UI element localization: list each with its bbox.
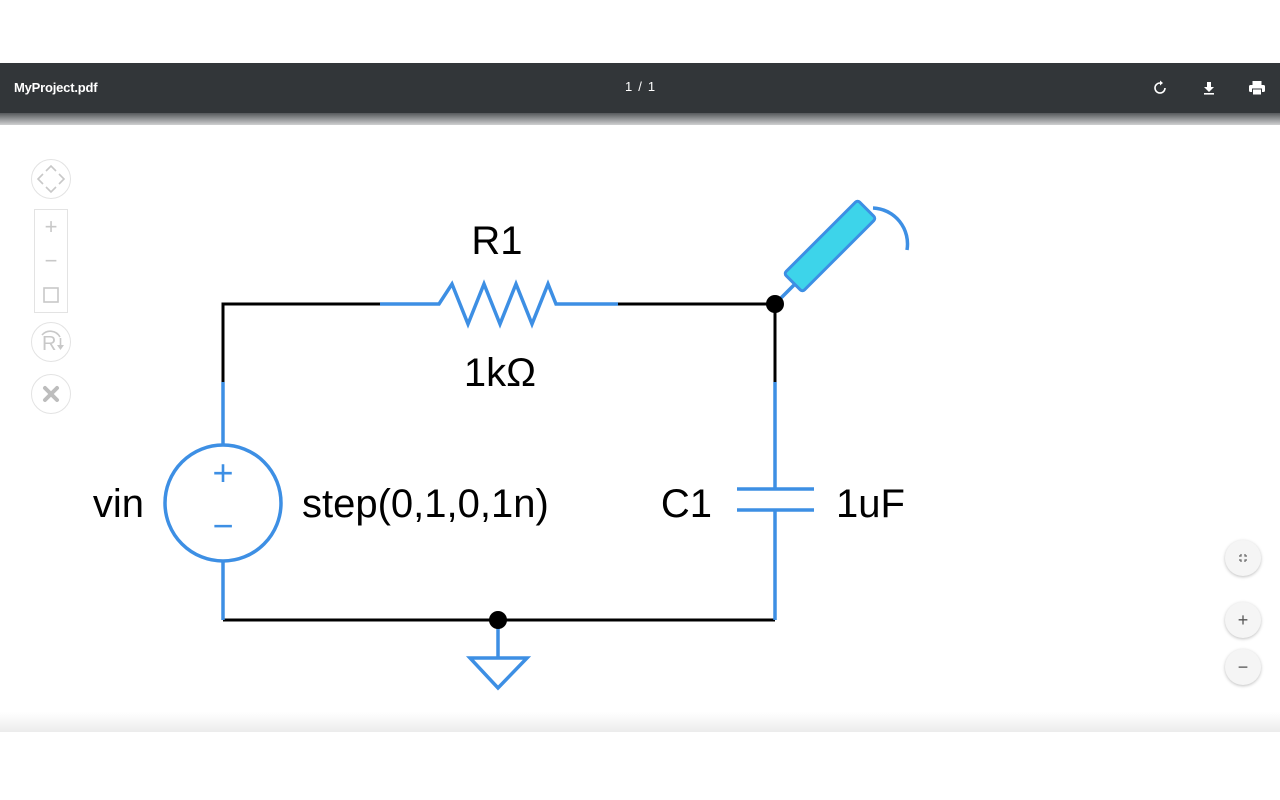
page-bottom-shadow xyxy=(0,712,1280,732)
voltage-probe[interactable] xyxy=(775,199,910,304)
fit-square-icon xyxy=(43,287,59,303)
rotate-icon xyxy=(1154,80,1166,94)
total-pages: 1 xyxy=(647,79,656,94)
toolbar-shadow xyxy=(0,113,1280,125)
resistor-ref-label: R1 xyxy=(471,219,522,263)
rotate-r-icon: R xyxy=(41,330,64,355)
rotate-button[interactable] xyxy=(1148,76,1172,100)
download-button[interactable] xyxy=(1197,76,1221,100)
ground-symbol xyxy=(465,656,532,691)
pdf-toolbar: MyProject.pdf 1 / 1 xyxy=(0,63,1280,125)
download-icon xyxy=(1204,82,1214,95)
junction-node-top xyxy=(766,295,784,313)
print-button[interactable] xyxy=(1245,76,1269,100)
fit-view-button[interactable] xyxy=(1225,540,1261,576)
rotate-component-button[interactable]: R xyxy=(31,322,71,362)
svg-text:R: R xyxy=(42,333,56,355)
pan-button[interactable] xyxy=(31,159,71,199)
source-minus-sign: − xyxy=(212,505,233,546)
source-plus-sign: + xyxy=(212,452,233,493)
page-separator: / xyxy=(638,79,642,94)
delete-button[interactable] xyxy=(31,374,71,414)
tool-fit-button[interactable] xyxy=(35,278,67,312)
zoom-in-button[interactable]: + xyxy=(1225,602,1261,638)
capacitor-value-label: 1uF xyxy=(836,482,905,526)
page-indicator: 1 / 1 xyxy=(0,79,1280,94)
source-value-label: step(0,1,0,1n) xyxy=(302,482,549,526)
junction-node-ground xyxy=(489,611,507,629)
source-ref-label: vin xyxy=(93,482,144,526)
pdf-page xyxy=(0,125,1280,731)
resistor-value-label: 1kΩ xyxy=(464,351,536,395)
wire-top-left xyxy=(221,302,380,382)
delete-x-icon xyxy=(43,386,59,402)
collapse-arrows-icon xyxy=(1239,554,1247,562)
zoom-tool-group: + − xyxy=(34,209,68,313)
file-title: MyProject.pdf xyxy=(14,80,98,95)
capacitor-ref-label: C1 xyxy=(661,482,712,526)
print-icon xyxy=(1249,81,1265,96)
tool-zoom-out-button[interactable]: − xyxy=(44,248,58,273)
current-page: 1 xyxy=(624,79,633,94)
tool-zoom-in-button[interactable]: + xyxy=(44,214,58,239)
pan-arrows-icon xyxy=(36,164,66,194)
zoom-out-button[interactable]: − xyxy=(1225,649,1261,685)
resistor-r1 xyxy=(380,279,618,329)
